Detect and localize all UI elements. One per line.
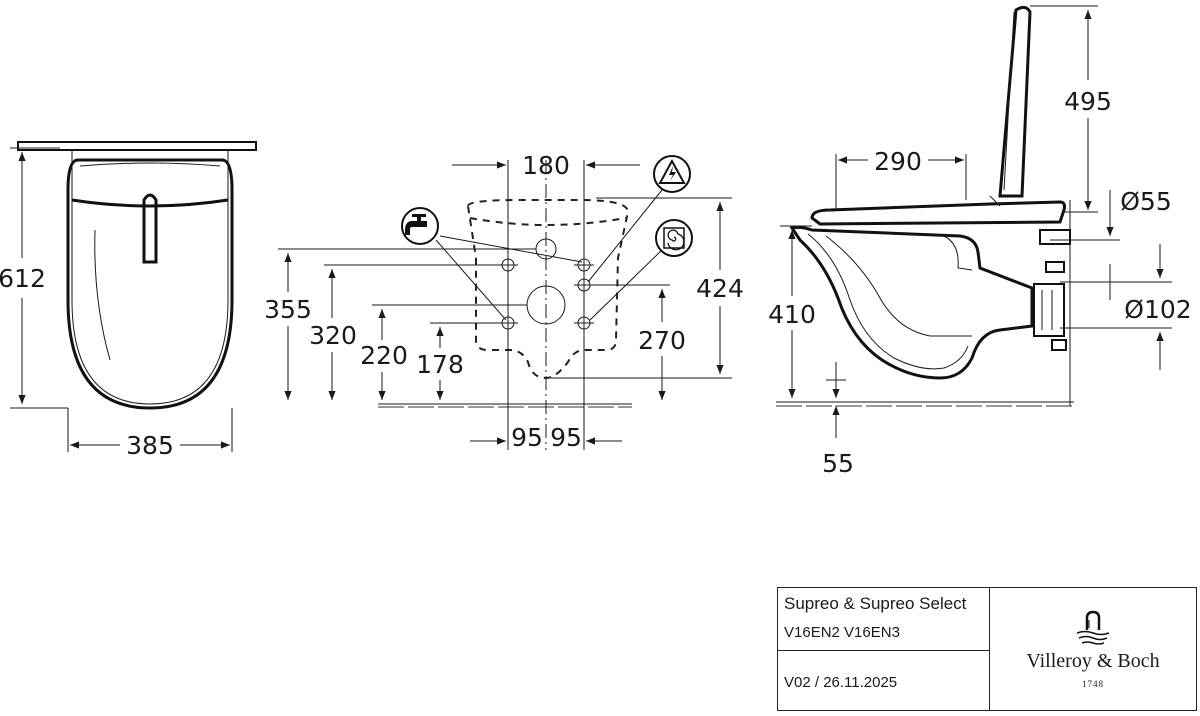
- side-bowl: [789, 225, 1034, 380]
- wall-height-355-label: 355: [264, 295, 312, 324]
- product-codes: V16EN2 V16EN3: [784, 624, 900, 641]
- wall-height-178-label: 178: [416, 350, 464, 379]
- side-inlet-diameter-label: Ø55: [1120, 187, 1172, 216]
- wall-top-spacing-label: 180: [522, 151, 570, 180]
- front-bowl-outline: [66, 158, 234, 410]
- brand-year: 1748: [1082, 679, 1104, 689]
- wall-view: 180 95 95 355 320 220 178 424 270: [264, 151, 744, 452]
- wall-height-270-label: 270: [638, 326, 686, 355]
- front-view: 612 385: [0, 141, 257, 460]
- electric-hazard-icon: [653, 155, 691, 193]
- title-block: Supreo & Supreo Select V16EN2 V16EN3 V02…: [777, 587, 1197, 711]
- side-bracket-mid: [1045, 261, 1065, 273]
- wall-height-220-label: 220: [360, 341, 408, 370]
- front-width-label: 385: [126, 431, 174, 460]
- side-outlet-pipe: [1033, 283, 1065, 337]
- brand-logo-icon: [1076, 610, 1110, 645]
- front-slot: [142, 193, 158, 264]
- side-depth-label: 290: [874, 147, 922, 176]
- drawing-version: V02 / 26.11.2025: [784, 674, 898, 691]
- side-floor-offset-label: 55: [822, 449, 854, 478]
- front-top-plate: [17, 141, 257, 151]
- side-lid-height-label: 495: [1064, 87, 1112, 116]
- wall-left-spacing-label: 95: [511, 423, 543, 452]
- wall-right-spacing-label: 95: [550, 423, 582, 452]
- side-rim-height-label: 410: [768, 300, 816, 329]
- title-block-info: Supreo & Supreo Select V16EN2 V16EN3 V02…: [778, 588, 990, 710]
- brand-name: Villeroy & Boch: [1026, 650, 1160, 672]
- side-bracket-upper: [1039, 229, 1071, 245]
- water-tap-icon: [401, 207, 439, 245]
- brand-panel: Villeroy & Boch 1748: [989, 588, 1197, 710]
- wall-height-424-label: 424: [696, 274, 744, 303]
- front-height-label: 612: [0, 264, 46, 293]
- side-lid: [998, 5, 1032, 198]
- side-outlet-diameter-label: Ø102: [1124, 295, 1191, 324]
- product-name: Supreo & Supreo Select: [784, 594, 967, 613]
- side-seat: [810, 200, 1066, 226]
- wall-dashed-outline: [466, 199, 630, 380]
- wall-height-320-label: 320: [309, 321, 357, 350]
- side-view: 290 495 Ø55 Ø102 410 55: [768, 5, 1192, 478]
- side-bracket-lower: [1051, 339, 1067, 351]
- drain-icon: [655, 219, 693, 257]
